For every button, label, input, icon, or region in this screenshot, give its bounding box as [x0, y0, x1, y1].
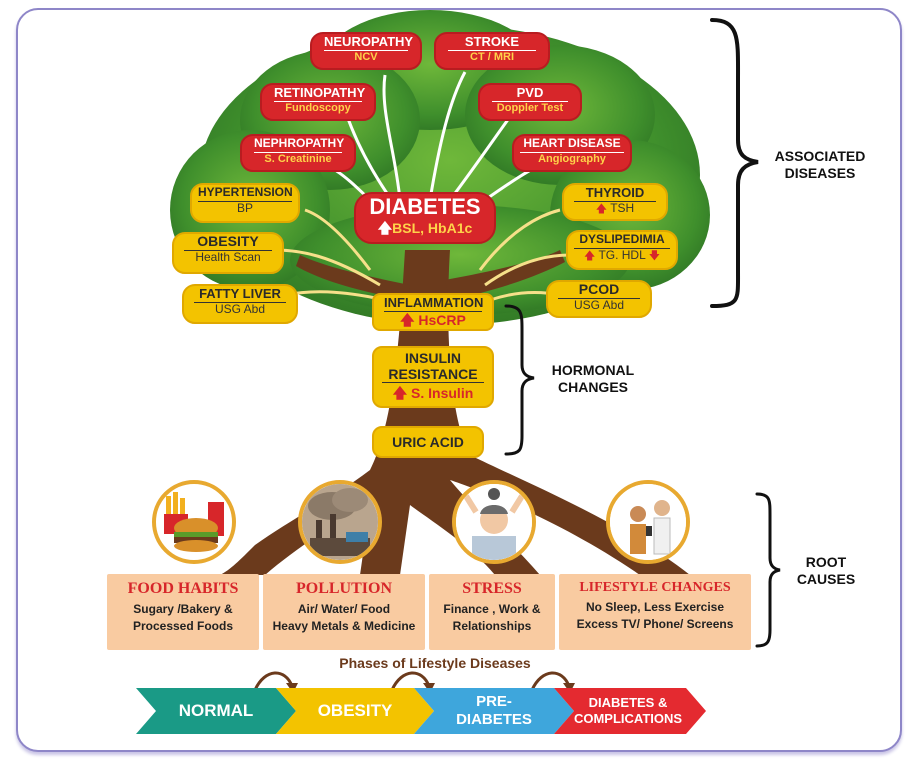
root-causes-label: ROOT CAUSES — [796, 554, 856, 587]
phone-users-icon — [610, 484, 686, 560]
diabetes-title: DIABETES — [369, 194, 481, 219]
food-habits-image — [152, 480, 236, 564]
hypertension-pill: HYPERTENSION BP — [190, 183, 300, 223]
root-cause-stress: STRESS Finance , Work & Relationships — [429, 574, 555, 650]
up-arrow-icon: 🡅 — [584, 250, 596, 262]
phases-title: Phases of Lifestyle Diseases — [339, 655, 531, 671]
phase-normal-shape — [136, 688, 296, 734]
thyroid-pill: THYROID 🡅 TSH — [562, 183, 668, 221]
root-cause-food-habits: FOOD HABITS Sugary /Bakery & Processed F… — [107, 574, 259, 650]
phase-obesity: OBESITY — [317, 701, 393, 720]
fatty-liver-pill: FATTY LIVER USG Abd — [182, 284, 298, 324]
stressed-person-icon — [456, 484, 532, 560]
up-arrow-icon: 🡅 — [400, 312, 415, 328]
pvd-pill: PVD Doppler Test — [478, 83, 582, 121]
pcod-pill: PCOD USG Abd — [546, 280, 652, 318]
stroke-pill: STROKE CT / MRI — [434, 32, 550, 70]
brackets — [504, 18, 781, 648]
phase-diabetes-complications: DIABETES & COMPLICATIONS — [573, 695, 683, 726]
hormonal-changes-label: HORMONAL CHANGES — [551, 362, 635, 395]
associated-diseases-label: ASSOCIATED DISEASES — [774, 148, 866, 181]
bracket-hormonal — [504, 304, 535, 456]
heart-disease-pill: HEART DISEASE Angiography — [512, 134, 632, 172]
factory-icon — [302, 484, 378, 560]
bracket-root — [755, 492, 781, 648]
phase-prediabetes-shape — [414, 688, 574, 734]
obesity-pill: OBESITY Health Scan — [172, 232, 284, 274]
lifestyle-image — [606, 480, 690, 564]
inflammation-pill: INFLAMMATION 🡅 HsCRP — [372, 293, 494, 331]
neuropathy-pill: NEUROPATHY NCV — [310, 32, 422, 70]
insulin-resistance-pill: INSULIN RESISTANCE 🡅 S. Insulin — [372, 346, 494, 408]
root-cause-lifestyle: LIFESTYLE CHANGES No Sleep, Less Exercis… — [559, 574, 751, 650]
diabetes-center: DIABETES 🡅BSL, HbA1c — [354, 192, 496, 244]
uric-acid-pill: URIC ACID — [372, 426, 484, 458]
phase-arrows — [253, 671, 571, 691]
stress-image — [452, 480, 536, 564]
dyslipidemia-pill: DYSLIPEDIMIA 🡅 TG. HDL 🡇 — [566, 230, 678, 270]
root-cause-pollution: POLLUTION Air/ Water/ Food Heavy Metals … — [263, 574, 425, 650]
phase-prediabetes: PRE- DIABETES — [456, 693, 532, 728]
phase-normal: NORMAL — [178, 701, 254, 720]
up-arrow-icon: 🡅 — [377, 220, 393, 236]
nephropathy-pill: NEPHROPATHY S. Creatinine — [240, 134, 356, 172]
pollution-image — [298, 480, 382, 564]
burger-icon — [164, 492, 224, 552]
phase-obesity-shape — [276, 688, 434, 734]
up-arrow-icon: 🡅 — [392, 385, 408, 401]
bracket-associated — [710, 18, 759, 308]
down-arrow-icon: 🡇 — [648, 250, 660, 262]
diabetes-sub: 🡅BSL, HbA1c — [377, 220, 473, 236]
up-arrow-icon: 🡅 — [595, 203, 608, 215]
phase-diabetes-shape — [554, 688, 706, 734]
retinopathy-pill: RETINOPATHY Fundoscopy — [260, 83, 376, 121]
